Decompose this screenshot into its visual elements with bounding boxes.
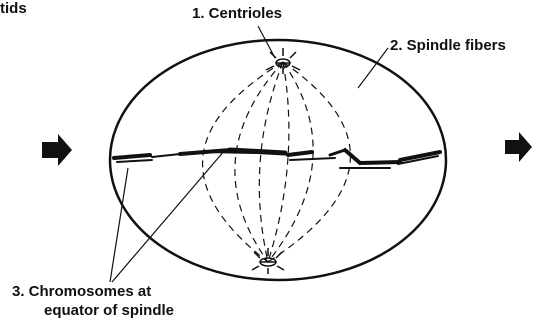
arrow-right-icon xyxy=(505,132,532,162)
centrioles-label: 1. Centrioles xyxy=(192,5,283,22)
chromosomes-label-line2: equator of spindle xyxy=(44,302,175,319)
centriole-bottom xyxy=(251,248,285,274)
spindle-fibers xyxy=(202,61,351,263)
leader-lines xyxy=(109,25,389,283)
partial-label: tids xyxy=(0,0,27,17)
chromosomes xyxy=(112,147,442,169)
spindle-fibers-label: 2. Spindle fibers xyxy=(390,37,506,54)
arrow-right-icon xyxy=(42,134,72,166)
centriole-top xyxy=(265,48,301,74)
cell-membrane xyxy=(108,38,448,282)
chromosomes-label-line1: 3. Chromosomes at xyxy=(12,283,152,300)
